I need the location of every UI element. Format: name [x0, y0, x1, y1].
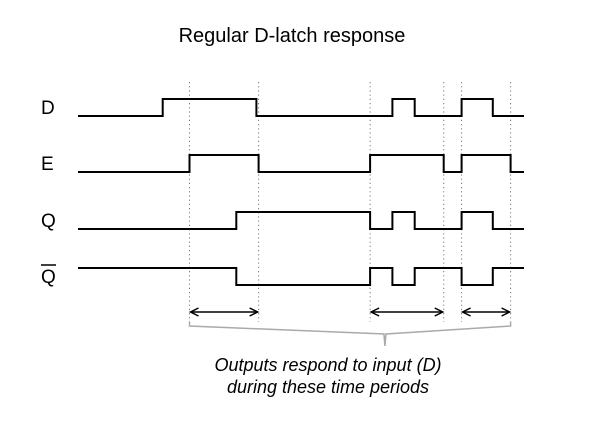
- annotation-line-2: during these time periods: [227, 377, 429, 397]
- signal-label-q: Q: [41, 211, 56, 232]
- annotation-brace: [188, 322, 512, 347]
- period-arrows: [188, 307, 512, 317]
- period-arrow: [460, 307, 512, 317]
- annotation-line-1: Outputs respond to input (D): [214, 355, 441, 375]
- period-arrow: [188, 307, 260, 317]
- waveform-q: [78, 211, 524, 230]
- diagram-title: Regular D-latch response: [179, 25, 406, 47]
- signal-label-e: E: [41, 154, 54, 175]
- waveform-qbar: [78, 267, 524, 286]
- waveform-d: [78, 98, 524, 117]
- period-arrow: [369, 307, 445, 317]
- waveforms: D E Q Q: [41, 98, 524, 288]
- waveform-e: [78, 154, 524, 173]
- annotation-brace-path: [188, 322, 512, 347]
- signal-label-qbar: Q: [41, 267, 56, 288]
- signal-label-d: D: [41, 98, 55, 119]
